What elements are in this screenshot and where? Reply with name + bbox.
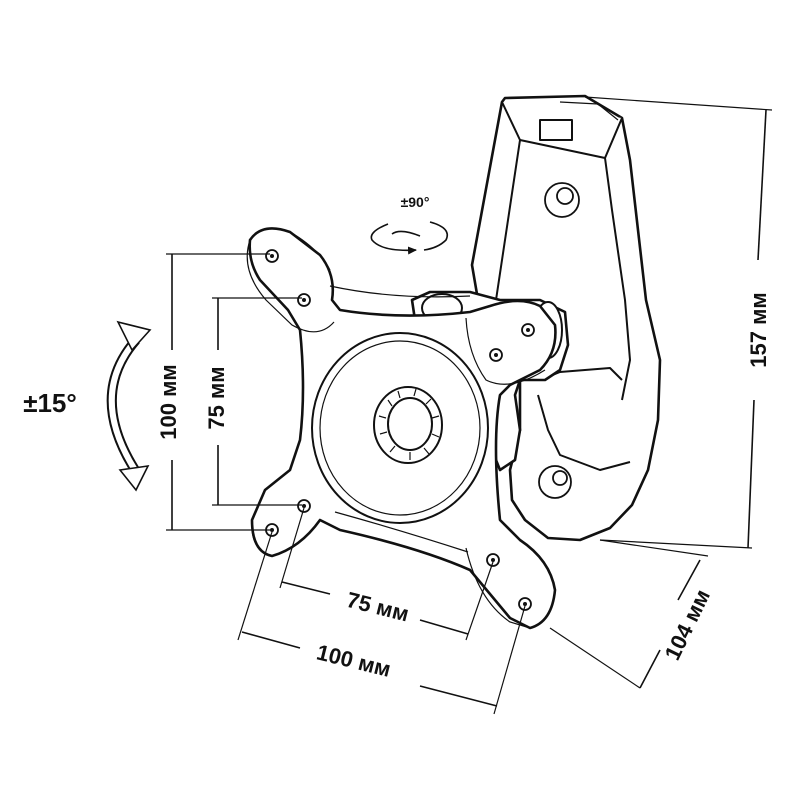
label-horizontal-outer: 100 мм xyxy=(314,639,393,681)
label-horizontal-inner: 75 мм xyxy=(344,587,411,627)
label-depth: 104 мм xyxy=(660,585,716,664)
dim-vertical-inner xyxy=(212,297,302,506)
dim-depth xyxy=(549,539,709,689)
bracket-slot xyxy=(539,119,573,141)
tilt-arrow-icon xyxy=(106,320,152,492)
rotation-label: ±90° xyxy=(401,194,430,210)
dim-height xyxy=(584,96,773,549)
dim-horizontal-inner xyxy=(279,507,494,641)
vesa-plate xyxy=(246,227,557,630)
dim-horizontal-outer xyxy=(237,531,526,715)
label-height: 157 мм xyxy=(746,292,771,367)
tilt-label: ±15° xyxy=(23,388,77,418)
label-vertical-inner: 75 мм xyxy=(204,366,229,429)
label-vertical-outer: 100 мм xyxy=(156,364,181,439)
dim-vertical-outer xyxy=(166,253,270,531)
rotation-arrow-icon xyxy=(370,221,449,255)
